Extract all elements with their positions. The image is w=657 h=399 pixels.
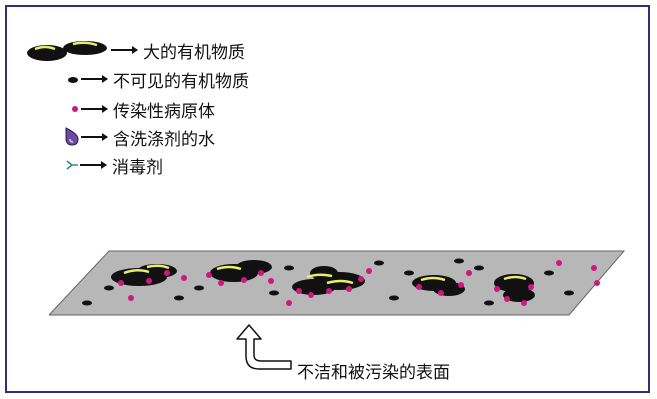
- legend-item-detergent-water: 含洗涤剂的水: [61, 126, 215, 150]
- pointer-arrow-icon: [236, 324, 292, 370]
- large-organic-clumps: [111, 260, 535, 302]
- legend-arrow: [111, 46, 138, 54]
- disinfectant-icon: [66, 160, 78, 170]
- legend-arrow: [81, 75, 108, 83]
- small-organic-specks: [82, 258, 574, 306]
- legend-label-detergent-water: 含洗涤剂的水: [113, 129, 215, 150]
- invisible-organic-matter-icon: [68, 77, 78, 83]
- legend-arrow: [80, 161, 107, 169]
- legend-label-disinfectant: 消毒剂: [112, 157, 163, 178]
- legend-label-large-organic: 大的有机物质: [143, 42, 245, 63]
- large-organic-matter-icon: [27, 41, 107, 61]
- legend-item-large-organic: 大的有机物质: [25, 39, 245, 63]
- legend-item-pathogen: 传染性病原体: [69, 98, 215, 122]
- contaminated-surface: [49, 250, 626, 316]
- legend-label-invisible-organic: 不可见的有机物质: [113, 71, 249, 92]
- diagram-frame: 大的有机物质 不可见的有机物质 传染性病原体 含洗涤剂的水: [5, 5, 650, 393]
- surface-caption: 不洁和被污染的表面: [297, 363, 450, 383]
- detergent-water-drop-icon: [65, 127, 79, 146]
- legend-item-invisible-organic: 不可见的有机物质: [65, 68, 249, 92]
- pathogen-icon: [72, 106, 78, 112]
- legend-item-disinfectant: 消毒剂: [64, 154, 163, 178]
- legend-arrow: [81, 105, 108, 113]
- legend-label-pathogen: 传染性病原体: [113, 101, 215, 122]
- pathogens: [118, 260, 600, 306]
- legend-arrow: [81, 133, 108, 141]
